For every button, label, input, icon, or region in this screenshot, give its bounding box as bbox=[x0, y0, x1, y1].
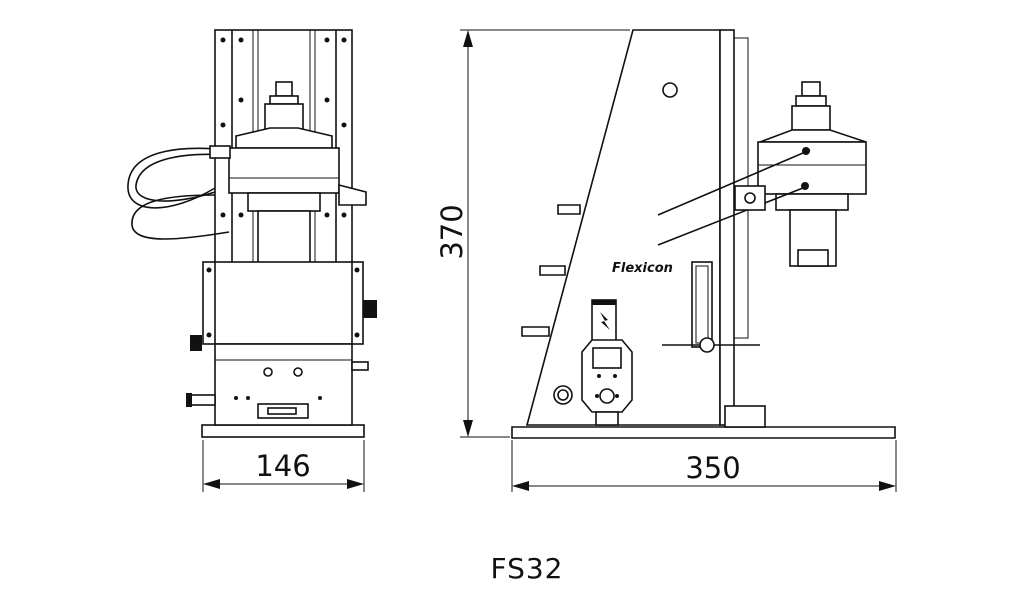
front-width-label: 146 bbox=[255, 449, 310, 483]
side-pegs bbox=[521, 204, 581, 337]
side-width-label: 350 bbox=[685, 451, 740, 485]
side-view: Flexicon bbox=[511, 29, 896, 439]
front-view bbox=[127, 29, 377, 438]
front-width-dimension: 146 bbox=[202, 440, 365, 492]
brand-logo: Flexicon bbox=[612, 261, 673, 276]
side-width-dimension: 350 bbox=[511, 440, 897, 492]
height-label: 370 bbox=[435, 204, 469, 259]
lightning-warning-icon bbox=[600, 312, 610, 330]
control-box-icon bbox=[581, 339, 633, 426]
height-dimension: 370 bbox=[435, 29, 630, 438]
model-caption: FS32 bbox=[490, 552, 563, 585]
